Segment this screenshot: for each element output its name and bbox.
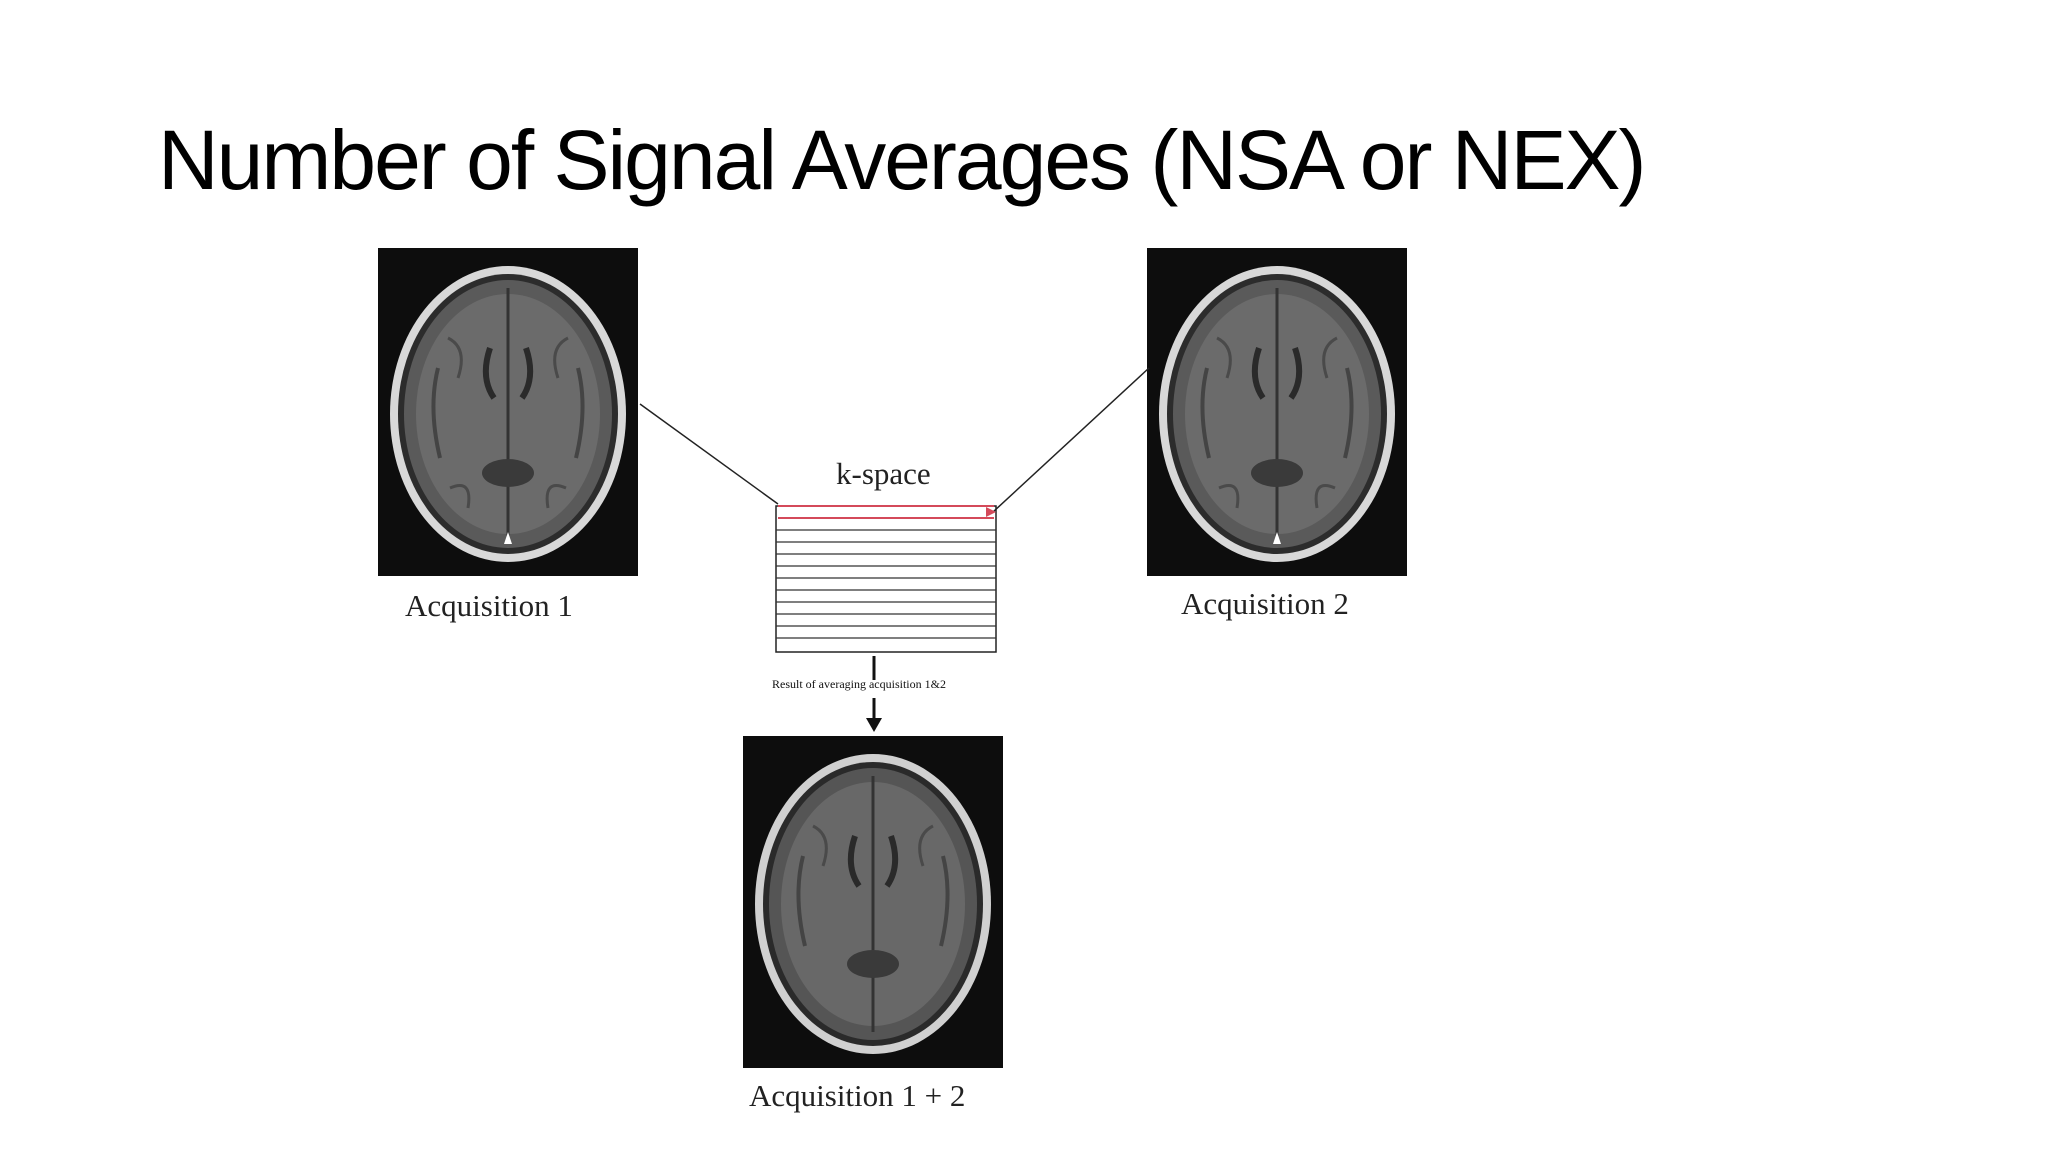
down-arrow-icon: [866, 656, 882, 732]
averaging-note: Result of averaging acquisition 1&2: [772, 677, 946, 691]
mri-scan-acquisition-1: [378, 248, 638, 576]
mri-scan-averaged: [743, 736, 1003, 1068]
kspace-label: k-space: [836, 456, 931, 491]
slide-title: Number of Signal Averages (NSA or NEX): [158, 113, 1646, 207]
acquisition-2-caption: Acquisition 2: [1181, 586, 1349, 621]
mri-scan-acquisition-2: [1147, 248, 1407, 576]
acquisition-1-caption: Acquisition 1: [405, 588, 573, 623]
connector-line-left: [639, 403, 779, 505]
connector-line-right: [992, 367, 1150, 513]
combined-acquisition-caption: Acquisition 1 + 2: [749, 1078, 966, 1113]
kspace-grid: [775, 505, 997, 653]
